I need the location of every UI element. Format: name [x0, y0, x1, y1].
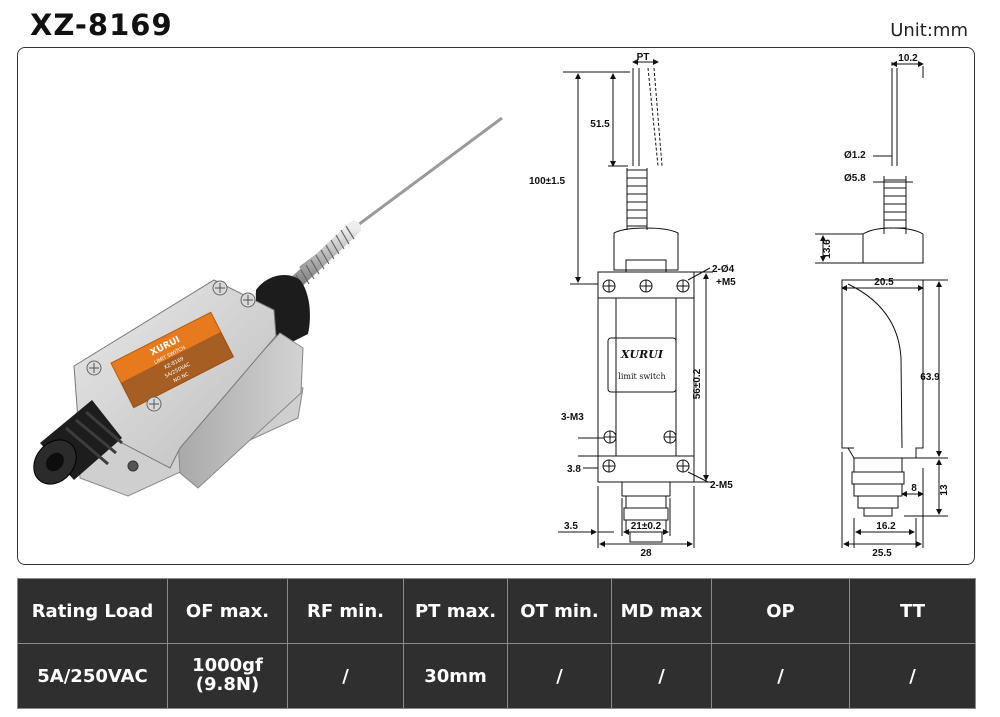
screw-icon	[86, 280, 256, 472]
spec-value-row: 5A/250VAC 1000gf (9.8N) / 30mm / / / /	[17, 643, 976, 709]
cable-gland	[33, 400, 123, 485]
plate-brand: XURUI	[620, 348, 664, 361]
spec-header-cell: RF min.	[287, 578, 404, 644]
drawing-canvas: XURUI LIMIT SWITCH XZ-8169 5A/250VAC NO …	[33, 52, 950, 559]
spec-header-cell: OP	[711, 578, 850, 644]
spec-value-cell: 1000gf (9.8N)	[167, 643, 288, 709]
dim-10-2: 10.2	[898, 53, 918, 64]
spec-value-cell: /	[711, 643, 850, 709]
dim-3-m3: 3-M3	[561, 412, 584, 423]
dim-13-6: 13.6	[822, 239, 833, 259]
dim-3-5: 3.5	[564, 521, 578, 532]
dim-m5-top: +M5	[716, 277, 736, 288]
dim-16-2: 16.2	[876, 521, 896, 532]
dim-holes: 2-Ø4	[712, 264, 735, 275]
dim-28: 28	[640, 548, 652, 559]
dim-2-m5: 2-M5	[710, 480, 733, 491]
dim-51-5: 51.5	[590, 119, 610, 130]
spring-coil	[283, 221, 361, 295]
spec-table: Rating Load OF max. RF min. PT max. OT m…	[17, 578, 976, 709]
spec-value-cell: 30mm	[403, 643, 508, 709]
product-photo: XURUI LIMIT SWITCH XZ-8169 5A/250VAC NO …	[33, 116, 503, 497]
front-view-drawing: PT 51.5 100±1.5 2-Ø4 +M5 56±0.2 3-M3 3.8…	[529, 52, 736, 559]
spring-coil	[626, 168, 648, 230]
spec-value-cell: /	[287, 643, 404, 709]
spec-header-row: Rating Load OF max. RF min. PT max. OT m…	[17, 578, 976, 644]
unit-label: Unit:mm	[890, 20, 968, 41]
dim-100: 100±1.5	[529, 176, 566, 187]
dim-pt: PT	[637, 52, 650, 63]
dim-13: 13	[939, 484, 950, 496]
dim-phi-1-2: Ø1.2	[844, 150, 866, 161]
dim-56: 56±0.2	[692, 368, 703, 399]
spec-header-cell: OF max.	[167, 578, 288, 644]
dim-63-9: 63.9	[920, 372, 940, 383]
model-title: XZ-8169	[30, 8, 173, 42]
spec-value-cell: /	[849, 643, 976, 709]
dim-20-5: 20.5	[874, 277, 894, 288]
plate-text: limit switch	[618, 372, 665, 381]
drawing-frame: XURUI LIMIT SWITCH XZ-8169 5A/250VAC NO …	[17, 47, 975, 565]
spec-value-cell: /	[611, 643, 712, 709]
dim-8: 8	[911, 483, 917, 494]
dim-3-8: 3.8	[567, 464, 581, 475]
spec-header-cell: Rating Load	[17, 578, 168, 644]
dim-25-5: 25.5	[872, 548, 892, 559]
dim-phi-5-8: Ø5.8	[844, 173, 866, 184]
side-view-drawing: 10.2 Ø1.2 Ø5.8 13.6 20.5 63.9 8 13 16.2 …	[815, 53, 950, 559]
spec-value-cell: /	[507, 643, 612, 709]
spec-value-cell: 5A/250VAC	[17, 643, 168, 709]
dim-21: 21±0.2	[631, 521, 662, 532]
spec-header-cell: PT max.	[403, 578, 508, 644]
spec-header-cell: TT	[849, 578, 976, 644]
spec-header-cell: OT min.	[507, 578, 612, 644]
spec-header-cell: MD max	[611, 578, 712, 644]
